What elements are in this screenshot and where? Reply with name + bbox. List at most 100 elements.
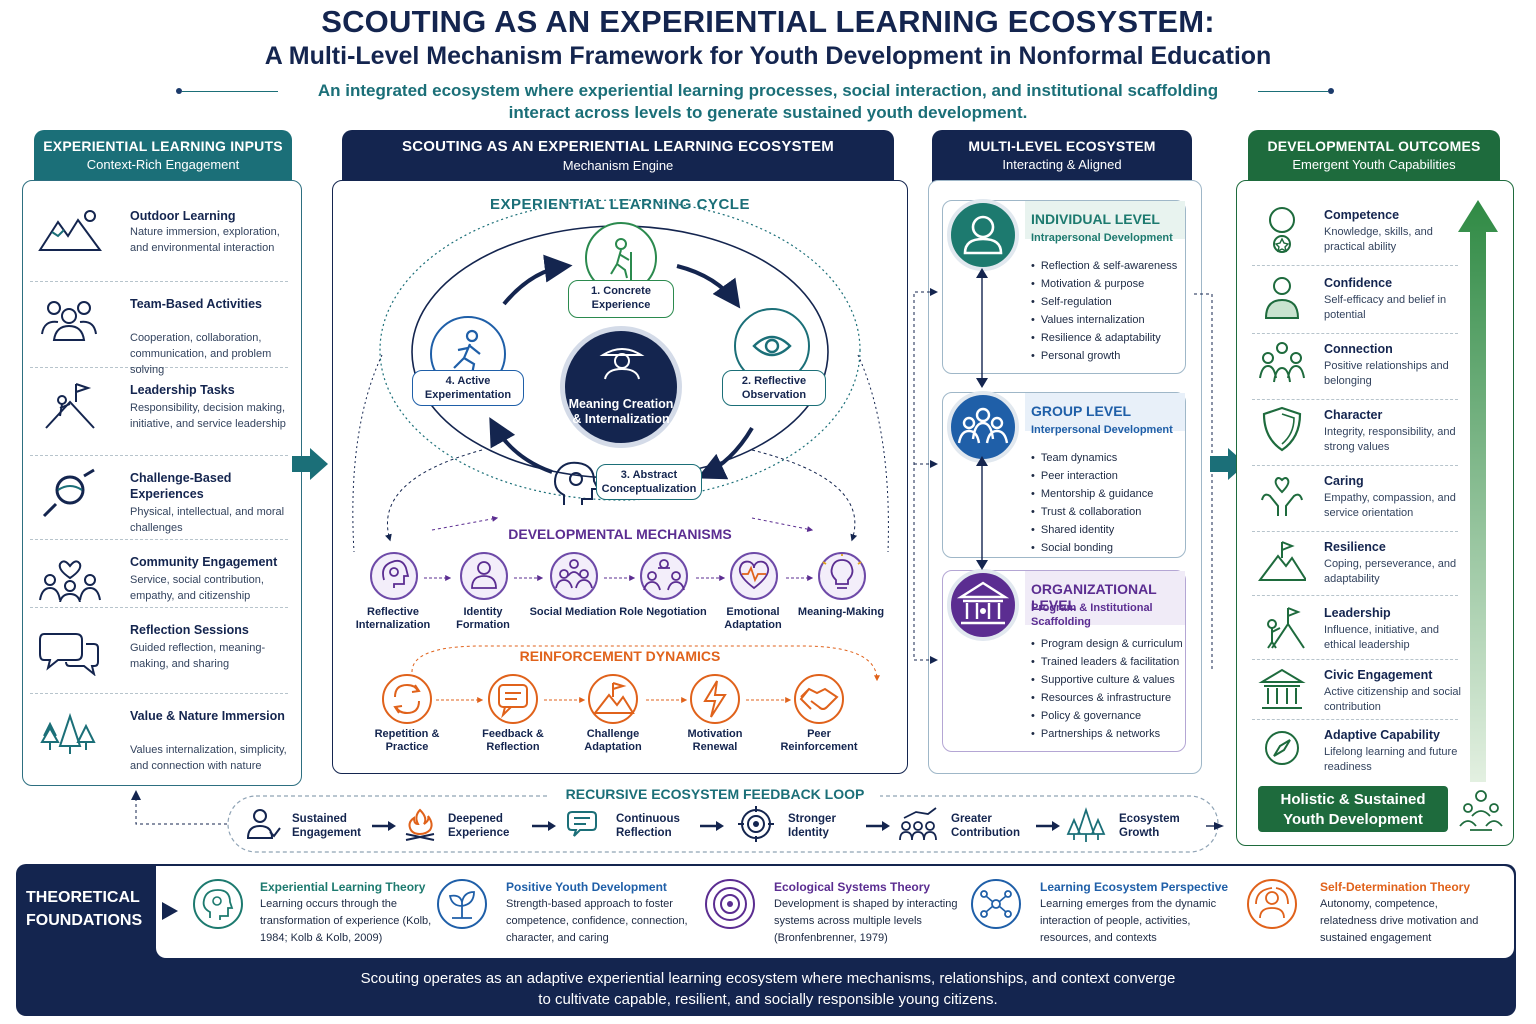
input-item-desc: Guided reflection, meaning-making, and s… — [130, 642, 266, 670]
level-point: Partnerships & networks — [1031, 725, 1183, 743]
feedback-step-icon — [1066, 806, 1106, 849]
level-point: Policy & governance — [1031, 707, 1183, 725]
theory-icon — [704, 878, 758, 937]
mechanism-label: Role Negotiation — [619, 606, 707, 618]
subtitle-line-2: interact across levels to generate susta… — [508, 103, 1028, 122]
outcome-desc: Influence, initiative, and ethical leade… — [1324, 624, 1439, 651]
outcome-title: Leadership — [1324, 606, 1391, 620]
input-item-title: Team-Based Activities — [130, 297, 262, 311]
level-point: Shared identity — [1031, 521, 1153, 539]
subtitle-line-1: An integrated ecosystem where experienti… — [317, 81, 1219, 100]
feedback-title: RECURSIVE ECOSYSTEM FEEDBACK LOOP — [550, 786, 880, 802]
youth-group-icon — [1459, 790, 1503, 831]
reinforcement-icon — [491, 677, 537, 728]
feedback-step-label: Ecosystem Growth — [1119, 813, 1180, 839]
mechanism-icon — [642, 554, 686, 603]
leader-flag-icon — [1258, 602, 1306, 657]
meaning-center-label: Meaning Creation & Internalization — [568, 397, 674, 426]
feedback-step-label: Greater Contribution — [951, 813, 1020, 839]
theory-icon — [1246, 878, 1300, 937]
reinforcement-circle — [588, 674, 638, 724]
input-item-title: Community Engagement — [130, 555, 278, 569]
inputs-panel-header: EXPERIENTIAL LEARNING INPUTS Context-Ric… — [34, 130, 292, 182]
theory-desc: Learning occurs through the transformati… — [260, 898, 432, 944]
feedback-step-icon — [244, 806, 284, 849]
shield-icon — [1258, 404, 1306, 459]
theory-title: Experiential Learning Theory — [260, 880, 426, 894]
input-item-title: Challenge-Based Experiences — [130, 471, 232, 501]
theory-desc: Development is shaped by interacting sys… — [774, 898, 958, 944]
holistic-badge: Holistic & Sustained Youth Development — [1258, 786, 1448, 832]
outcomes-panel-header: DEVELOPMENTAL OUTCOMES Emergent Youth Ca… — [1248, 130, 1500, 182]
outcome-title: Resilience — [1324, 540, 1386, 554]
outcome-title: Adaptive Capability — [1324, 728, 1440, 742]
theory-icon — [970, 878, 1024, 937]
outcome-desc: Lifelong learning and future readiness — [1324, 746, 1458, 773]
input-item-title: Outdoor Learning — [130, 209, 236, 223]
feedback-step-label: Sustained Engagement — [292, 813, 362, 839]
feedback-arrow-icon — [866, 818, 892, 839]
level-point: Self-regulation — [1031, 293, 1177, 311]
input-item-title: Value & Nature Immersion — [130, 709, 285, 723]
level-icon-circle — [947, 199, 1019, 271]
theory-icon — [436, 878, 490, 937]
level-title-band — [1025, 201, 1185, 239]
mechanism-label: Social Mediation — [529, 606, 617, 618]
engine-diagram — [352, 199, 889, 703]
engine-subtitle: Mechanism Engine — [562, 158, 674, 173]
reinforcement-icon — [385, 677, 431, 728]
institution-icon — [947, 569, 1019, 646]
level-points: Team dynamicsPeer interactionMentorship … — [1031, 449, 1154, 557]
mountain-flag-icon — [1258, 536, 1308, 591]
level-point: Values internalization — [1031, 311, 1177, 329]
reinforcement-label: Feedback & Reflection — [482, 728, 544, 753]
outcomes-title: DEVELOPMENTAL OUTCOMES — [1267, 138, 1481, 154]
input-item-desc: Responsibility, decision making, initiat… — [130, 402, 286, 430]
theory-desc: Learning emerges from the dynamic intera… — [1040, 898, 1217, 944]
reinforcement-icon — [693, 677, 739, 728]
summit-flag-icon — [36, 380, 106, 435]
level-points: Reflection & self-awarenessMotivation & … — [1031, 257, 1177, 365]
outcome-title: Confidence — [1324, 276, 1393, 290]
feedback-loop-frame — [131, 790, 1224, 853]
theory-title: Positive Youth Development — [506, 880, 667, 894]
mechanism-circle — [370, 552, 418, 600]
level-point: Mentorship & guidance — [1031, 485, 1154, 503]
outcomes-panel — [1236, 180, 1514, 846]
reinforcement-icon — [591, 677, 637, 728]
footer-text: Scouting operates as an adaptive experie… — [0, 968, 1536, 1010]
arrow-inputs-to-engine — [292, 448, 328, 480]
theory-desc: Autonomy, competence, relatedness drive … — [1320, 898, 1479, 944]
subtitle-rule-right — [1258, 91, 1328, 92]
feedback-step-label: Continuous Reflection — [616, 813, 680, 839]
level-point: Motivation & purpose — [1031, 275, 1177, 293]
subtitle-rule-left — [182, 91, 278, 92]
outcome-desc: Active citizenship and social contributi… — [1324, 686, 1461, 713]
level-title-band — [1025, 571, 1185, 625]
level-icon-circle — [947, 569, 1019, 641]
community-heart-icon — [36, 552, 106, 607]
feedback-step-icon — [898, 806, 938, 849]
rope-carabiner-icon — [36, 468, 106, 523]
level-point: Program design & curriculum — [1031, 635, 1183, 653]
input-item-desc: Values internalization, simplicity, and … — [130, 744, 287, 772]
person-icon — [1258, 272, 1306, 327]
feedback-arrow-icon — [1036, 818, 1062, 839]
mechanism-icon — [462, 554, 506, 603]
engine-to-levels-connectors — [913, 288, 938, 664]
feedback-arrow-icon — [532, 818, 558, 839]
theory-icon — [192, 878, 246, 937]
theory-label: THEORETICAL FOUNDATIONS — [26, 889, 143, 929]
scout-leader-icon — [599, 348, 645, 380]
outcome-desc: Positive relationships and belonging — [1324, 360, 1449, 387]
level-point: Trained leaders & facilitation — [1031, 653, 1183, 671]
feedback-step-icon — [566, 806, 606, 849]
reinforcement-title: REINFORCEMENT DYNAMICS — [519, 648, 721, 664]
footer-line-1: Scouting operates as an adaptive experie… — [360, 970, 1176, 987]
